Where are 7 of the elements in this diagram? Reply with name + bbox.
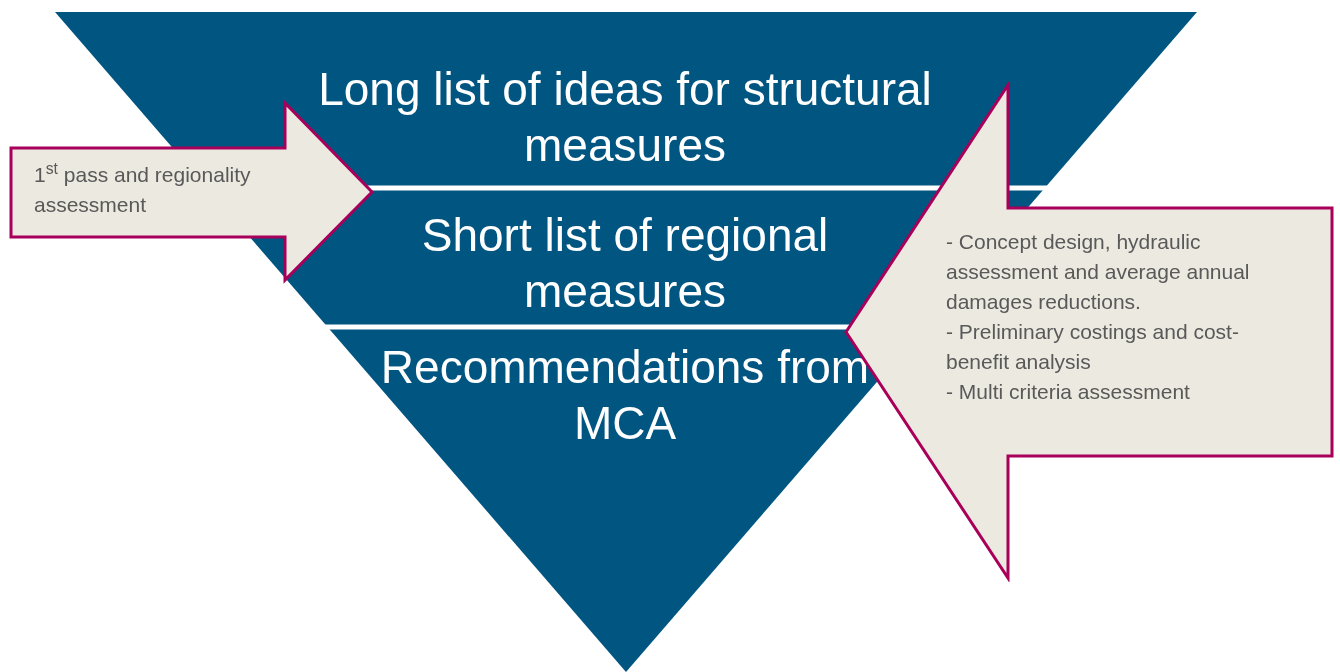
node-text: - Preliminary costings and cost-benefit analysis	[946, 319, 1240, 375]
node-text: Recommendations from MCA	[379, 340, 871, 451]
node-text: - Multi criteria assessment	[946, 379, 1191, 405]
node-text: - Concept design, hydraulic assessment and average annual damages reductions.	[946, 229, 1251, 315]
node-text: 1$^{st}$ pass and regionality assessment	[34, 160, 252, 218]
node-text: Short list of regional measures	[420, 208, 830, 319]
node-text: Long list of ideas for structural measures	[317, 62, 933, 173]
